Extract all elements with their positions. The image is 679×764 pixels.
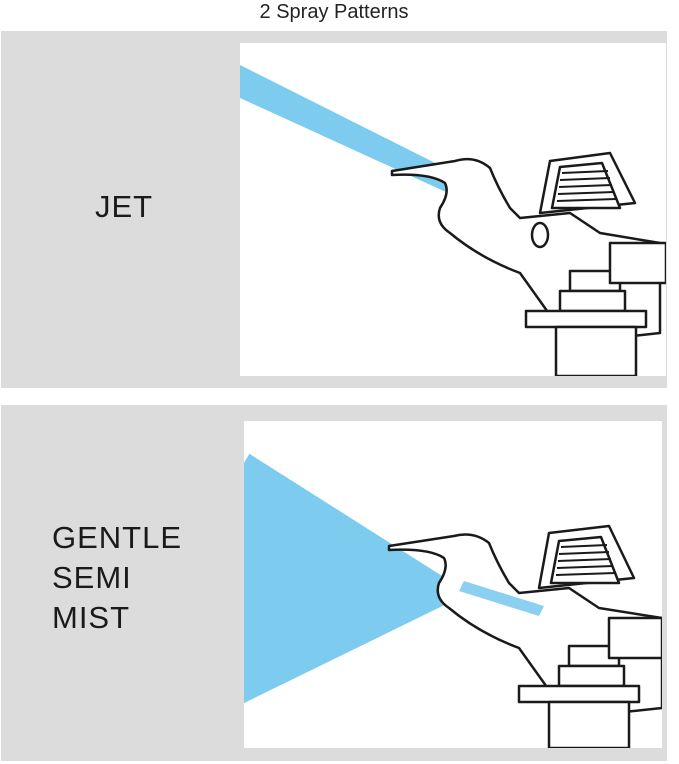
jet-sprinkler-illustration: [240, 43, 666, 376]
mist-sprinkler-illustration: [244, 421, 662, 748]
label-line: SEMI: [52, 560, 132, 595]
page-title: 2 Spray Patterns: [259, 1, 409, 23]
mist-ray: [244, 453, 469, 593]
mist-ray: [244, 593, 469, 625]
label-line: GENTLE: [52, 520, 183, 555]
jet-label: JET: [95, 189, 154, 224]
mist-ray: [244, 593, 469, 655]
mist-spray-rays: [244, 453, 469, 704]
sprinkler-icon: [390, 151, 666, 376]
sprinkler-icon: [387, 524, 662, 748]
label-line: MIST: [52, 600, 131, 635]
gentle-semi-mist-label: GENTLE SEMI MIST: [52, 518, 182, 638]
jet-spray-stream: [240, 65, 475, 203]
